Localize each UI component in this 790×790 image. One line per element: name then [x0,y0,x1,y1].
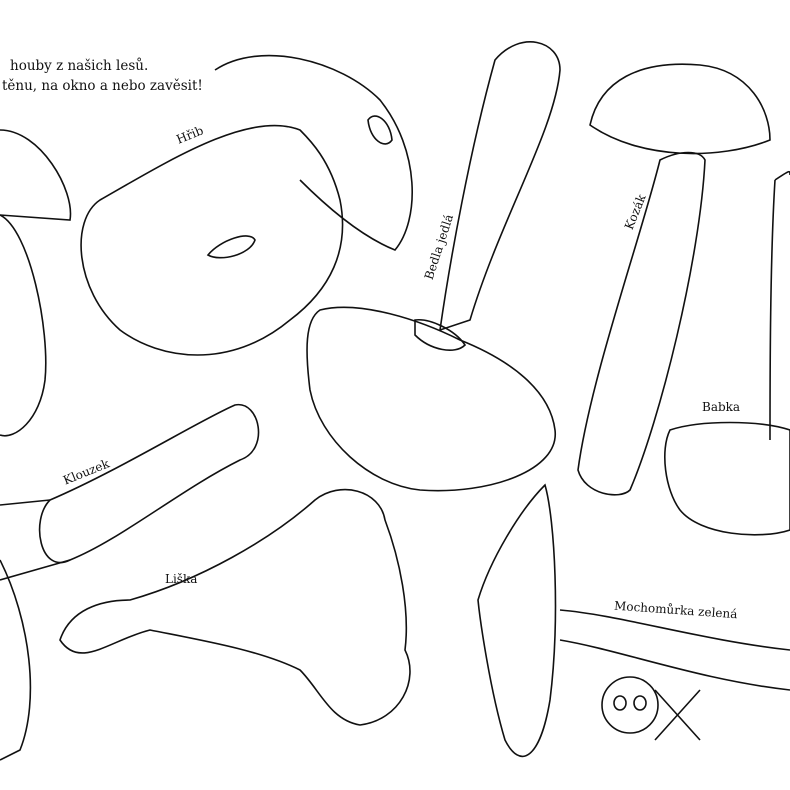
klouzek-drawing [0,404,260,761]
babka-drawing [664,170,790,536]
left-mushroom-drawing [0,129,72,437]
hrib-drawing [80,54,413,356]
intro-line-1: houby z našich lesů. [10,58,149,74]
label-babka: Babka [702,400,741,414]
mochomurka-drawing [477,483,790,758]
bedla-drawing [306,41,561,492]
liska-drawing [59,488,411,726]
kozak-drawing [577,63,771,496]
intro-text: houby z našich lesů. těnu, na okno a neb… [2,56,203,96]
skull-crossbones-icon [601,676,701,741]
intro-line-2: těnu, na okno a nebo zavěsit! [2,78,203,94]
label-liska: Liška [165,572,198,586]
